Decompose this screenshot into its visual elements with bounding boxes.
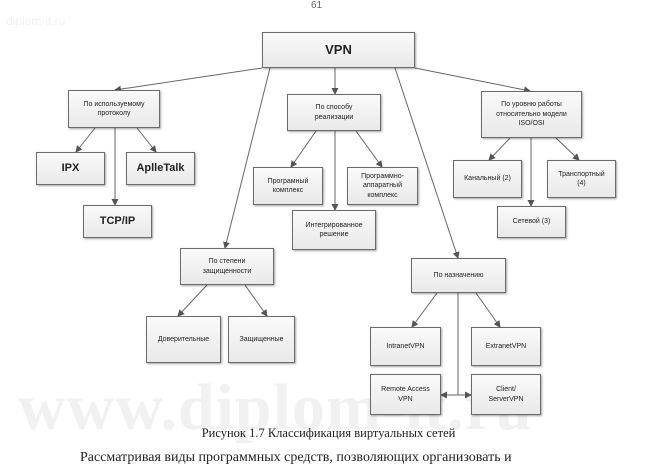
arrow [414, 67, 531, 94]
arrow [244, 284, 268, 317]
arrow [355, 130, 383, 168]
figure-caption: Рисунок 1.7 Классификация виртуальных се… [201, 426, 456, 440]
watermark-small: diplom-it.ru [6, 14, 66, 28]
arrow [223, 67, 271, 249]
software-box: Програмный комплекс [253, 167, 323, 205]
arrow [290, 130, 317, 168]
root-vpn-box: VPN [262, 32, 415, 68]
arrow [488, 137, 511, 161]
data-link-box: Канальный (2) [453, 160, 522, 198]
osi-level-category-box: По уровню работы относительно модели ISO… [481, 91, 582, 138]
arrow [555, 137, 580, 161]
appletalk-box: AplleTalk [126, 152, 195, 185]
arrow [475, 292, 501, 328]
arrow [411, 292, 438, 328]
arrow [114, 67, 263, 93]
protocol-category-box: По используемому протоколу [68, 90, 160, 128]
secured-box: Защищенные [228, 316, 295, 363]
page-number: 61 [311, 0, 323, 11]
ipx-box: IPX [36, 152, 105, 185]
transport-box: Транспортный (4) [547, 160, 616, 198]
client-server-vpn-box: Client/ ServerVPN [471, 374, 541, 415]
arrow [177, 284, 208, 317]
arrow [394, 67, 460, 259]
tcpip-box: TCP/IP [83, 205, 152, 238]
hardware-software-box: Программно- аппаратный комплекс [347, 167, 418, 205]
purpose-category-box: По назначению [411, 258, 506, 293]
integrated-solution-box: Интегрированное решение [292, 210, 376, 250]
implementation-category-box: По способу реализации [287, 94, 381, 131]
arrow [136, 127, 157, 153]
intranet-vpn-box: IntranetVPN [370, 327, 441, 366]
watermark-big: www.diplom-it.ru [18, 371, 533, 444]
network-box: Сетевой (3) [497, 206, 566, 238]
body-text: Рассматривая виды программных средств, п… [80, 450, 512, 465]
trusted-box: Доверительные [146, 316, 221, 363]
extranet-vpn-box: ExtranetVPN [471, 327, 541, 366]
remote-access-vpn-box: Remote Access VPN [370, 374, 441, 415]
arrow [75, 127, 96, 153]
security-category-box: По степени защищенности [180, 248, 274, 285]
